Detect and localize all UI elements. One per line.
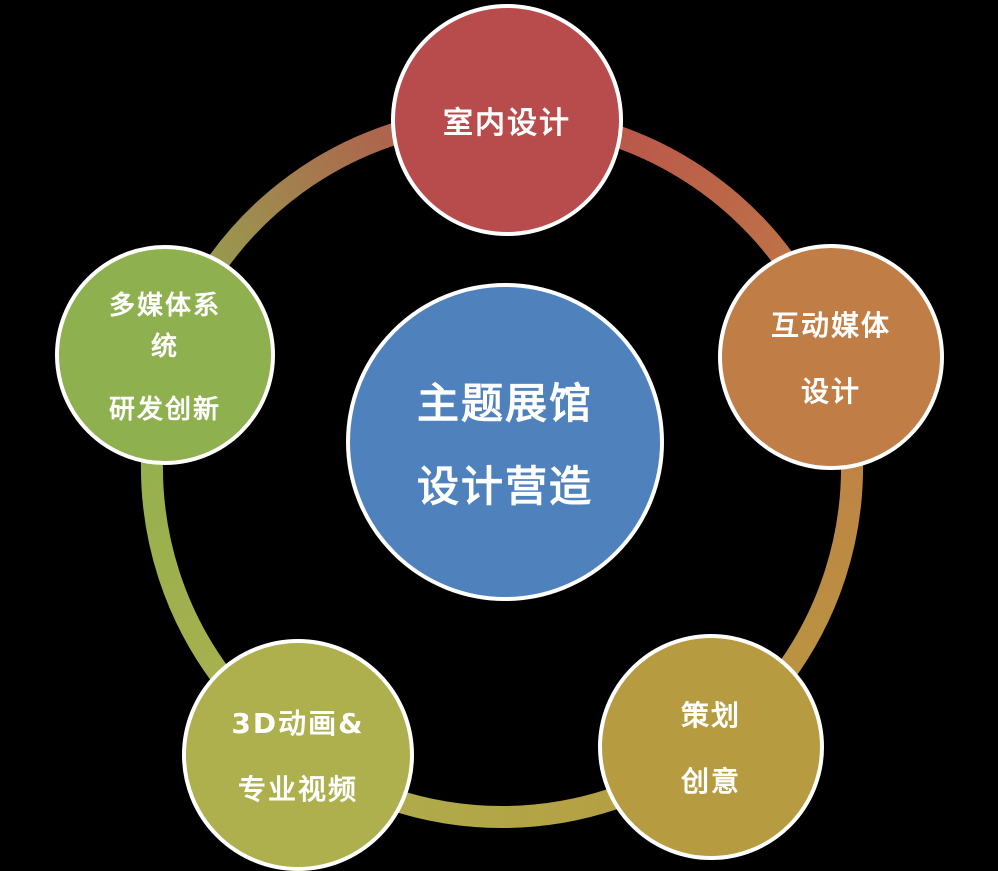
node-label-line: 研发创新 xyxy=(108,394,221,425)
node-interior-design: 室内设计 xyxy=(391,4,623,236)
node-label-line: 多媒体系 xyxy=(108,290,221,321)
node-center-label-line: 主题展馆 xyxy=(416,379,593,428)
node-3d-animation-video: 3D动画& 专业视频 xyxy=(182,639,414,871)
node-label-line: 设计 xyxy=(800,375,861,408)
node-label-line: 3D动画& xyxy=(231,707,365,740)
node-label-line: 室内设计 xyxy=(443,106,571,141)
node-label-line: 互动媒体 xyxy=(770,309,891,342)
node-label-line: 专业视频 xyxy=(237,773,358,806)
node-center-theme-pavilion: 主题展馆 设计营造 xyxy=(346,283,664,601)
node-interactive-media-design: 互动媒体 设计 xyxy=(718,244,944,470)
node-label-line: 创意 xyxy=(680,765,741,798)
node-multimedia-system-rd: 多媒体系 统 研发创新 xyxy=(55,245,275,465)
node-label-line: 策划 xyxy=(680,699,741,732)
node-label-line: 统 xyxy=(150,331,179,362)
node-center-label-line: 设计营造 xyxy=(416,462,593,511)
node-planning-creative: 策划 创意 xyxy=(598,634,824,860)
